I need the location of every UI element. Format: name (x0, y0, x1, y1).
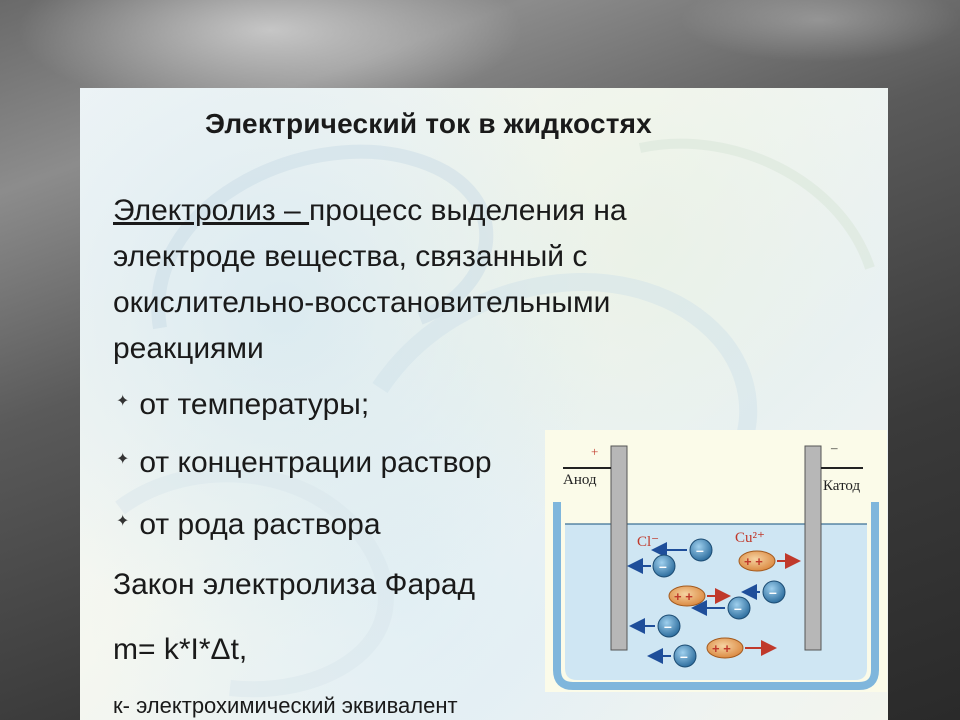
anion-ion: – (647, 644, 697, 668)
slide: Электрический ток в жидкостях Электролиз… (80, 88, 888, 720)
svg-text:+ +: + + (744, 554, 763, 569)
definition-text: процесс выделения на электроде вещества,… (113, 194, 627, 365)
anode-label: Анод (563, 472, 597, 488)
cation-ion: + + (668, 585, 731, 607)
svg-text:–: – (696, 542, 704, 558)
bullet-marker-icon: ✦ (116, 451, 130, 468)
faraday-law-heading: Закон электролиза Фарад (113, 568, 476, 601)
svg-text:–: – (769, 584, 777, 600)
cathode-label: Катод (823, 478, 861, 494)
anion-label: Cl⁻ (637, 534, 659, 550)
cation-ion: + + (738, 550, 801, 572)
cation-ion: + + (706, 637, 777, 659)
bullet-text: от температуры; (139, 388, 370, 421)
anion-ion: – (627, 554, 676, 578)
svg-text:–: – (680, 648, 688, 664)
bullet-marker-icon: ✦ (116, 513, 130, 530)
svg-text:–: – (734, 600, 742, 616)
faraday-formula: m= k*I*Δt, (113, 633, 248, 666)
anion-ion: – (691, 596, 751, 620)
equivalent-note: к- электрохимический эквивалент (113, 693, 458, 718)
definition-paragraph: Электролиз – процесс выделения на электр… (113, 188, 753, 372)
bullet-text: от рода раствора (139, 508, 381, 541)
anion-ion: – (651, 538, 713, 562)
cathode-sign: – (830, 440, 838, 455)
electrolysis-diagram: + Анод – Катод Cl⁻ Cu²⁺ – – – – (545, 430, 887, 692)
vessel-outer (553, 502, 879, 690)
anion-ion: – (741, 580, 786, 604)
svg-text:–: – (659, 558, 667, 574)
cathode-electrode (804, 445, 822, 651)
anion-ion: – (629, 614, 681, 638)
bullet-item: ✦ от концентрации раствор (116, 446, 492, 480)
anode-sign: + (591, 444, 598, 459)
bullet-item: ✦ от рода раствора (116, 508, 381, 542)
bullet-marker-icon: ✦ (116, 393, 130, 410)
svg-text:+ +: + + (674, 589, 693, 604)
svg-text:–: – (664, 618, 672, 634)
anode-electrode (610, 445, 628, 651)
bullet-text: от концентрации раствор (139, 446, 492, 479)
bullet-item: ✦ от температуры; (116, 388, 369, 422)
slide-title: Электрический ток в жидкостях (205, 108, 652, 139)
cation-label: Cu²⁺ (735, 530, 765, 546)
svg-text:+ +: + + (712, 641, 731, 656)
definition-term: Электролиз – (113, 194, 310, 227)
